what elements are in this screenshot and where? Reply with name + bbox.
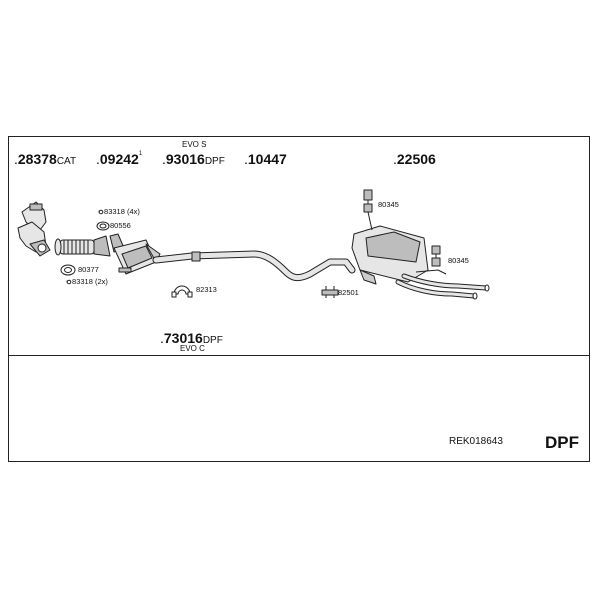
part-label-09242: .092421 bbox=[96, 151, 143, 167]
part-label-10447: .10447 bbox=[244, 151, 287, 167]
part-label-28378: .28378CAT bbox=[14, 151, 77, 167]
part-label-73016: .73016DPF bbox=[160, 330, 223, 346]
flex-pipe-part bbox=[54, 235, 111, 257]
small-part-82313: 82313 bbox=[196, 285, 217, 294]
system-type-label: DPF bbox=[545, 433, 579, 452]
particulate-filter-part bbox=[109, 233, 161, 275]
small-part-80377: 80377 bbox=[78, 265, 99, 274]
small-part-80345-right: 80345 bbox=[448, 256, 469, 265]
clamp-82501 bbox=[321, 286, 339, 298]
catalyst-manifold-part bbox=[17, 201, 51, 257]
part-variant-evo-c: EVO C bbox=[180, 344, 205, 353]
nut-83318-2x bbox=[66, 279, 72, 285]
small-part-80556: 80556 bbox=[110, 221, 131, 230]
part-label-22506: .22506 bbox=[393, 151, 436, 167]
nut-83318-4x bbox=[98, 209, 104, 215]
diagram-frame bbox=[8, 136, 590, 462]
middle-pipe-part bbox=[152, 250, 356, 282]
frame-divider bbox=[8, 355, 590, 356]
reference-number: REK018643 bbox=[449, 436, 503, 447]
small-part-82501: 82501 bbox=[338, 288, 359, 297]
hanger-80345-top bbox=[363, 189, 373, 231]
part-label-93016: .93016DPF bbox=[162, 151, 225, 167]
hanger-80345-right bbox=[431, 245, 441, 267]
small-part-80345-top: 80345 bbox=[378, 200, 399, 209]
rear-silencer-part bbox=[351, 225, 490, 300]
part-variant-evo-s: EVO S bbox=[182, 140, 207, 149]
